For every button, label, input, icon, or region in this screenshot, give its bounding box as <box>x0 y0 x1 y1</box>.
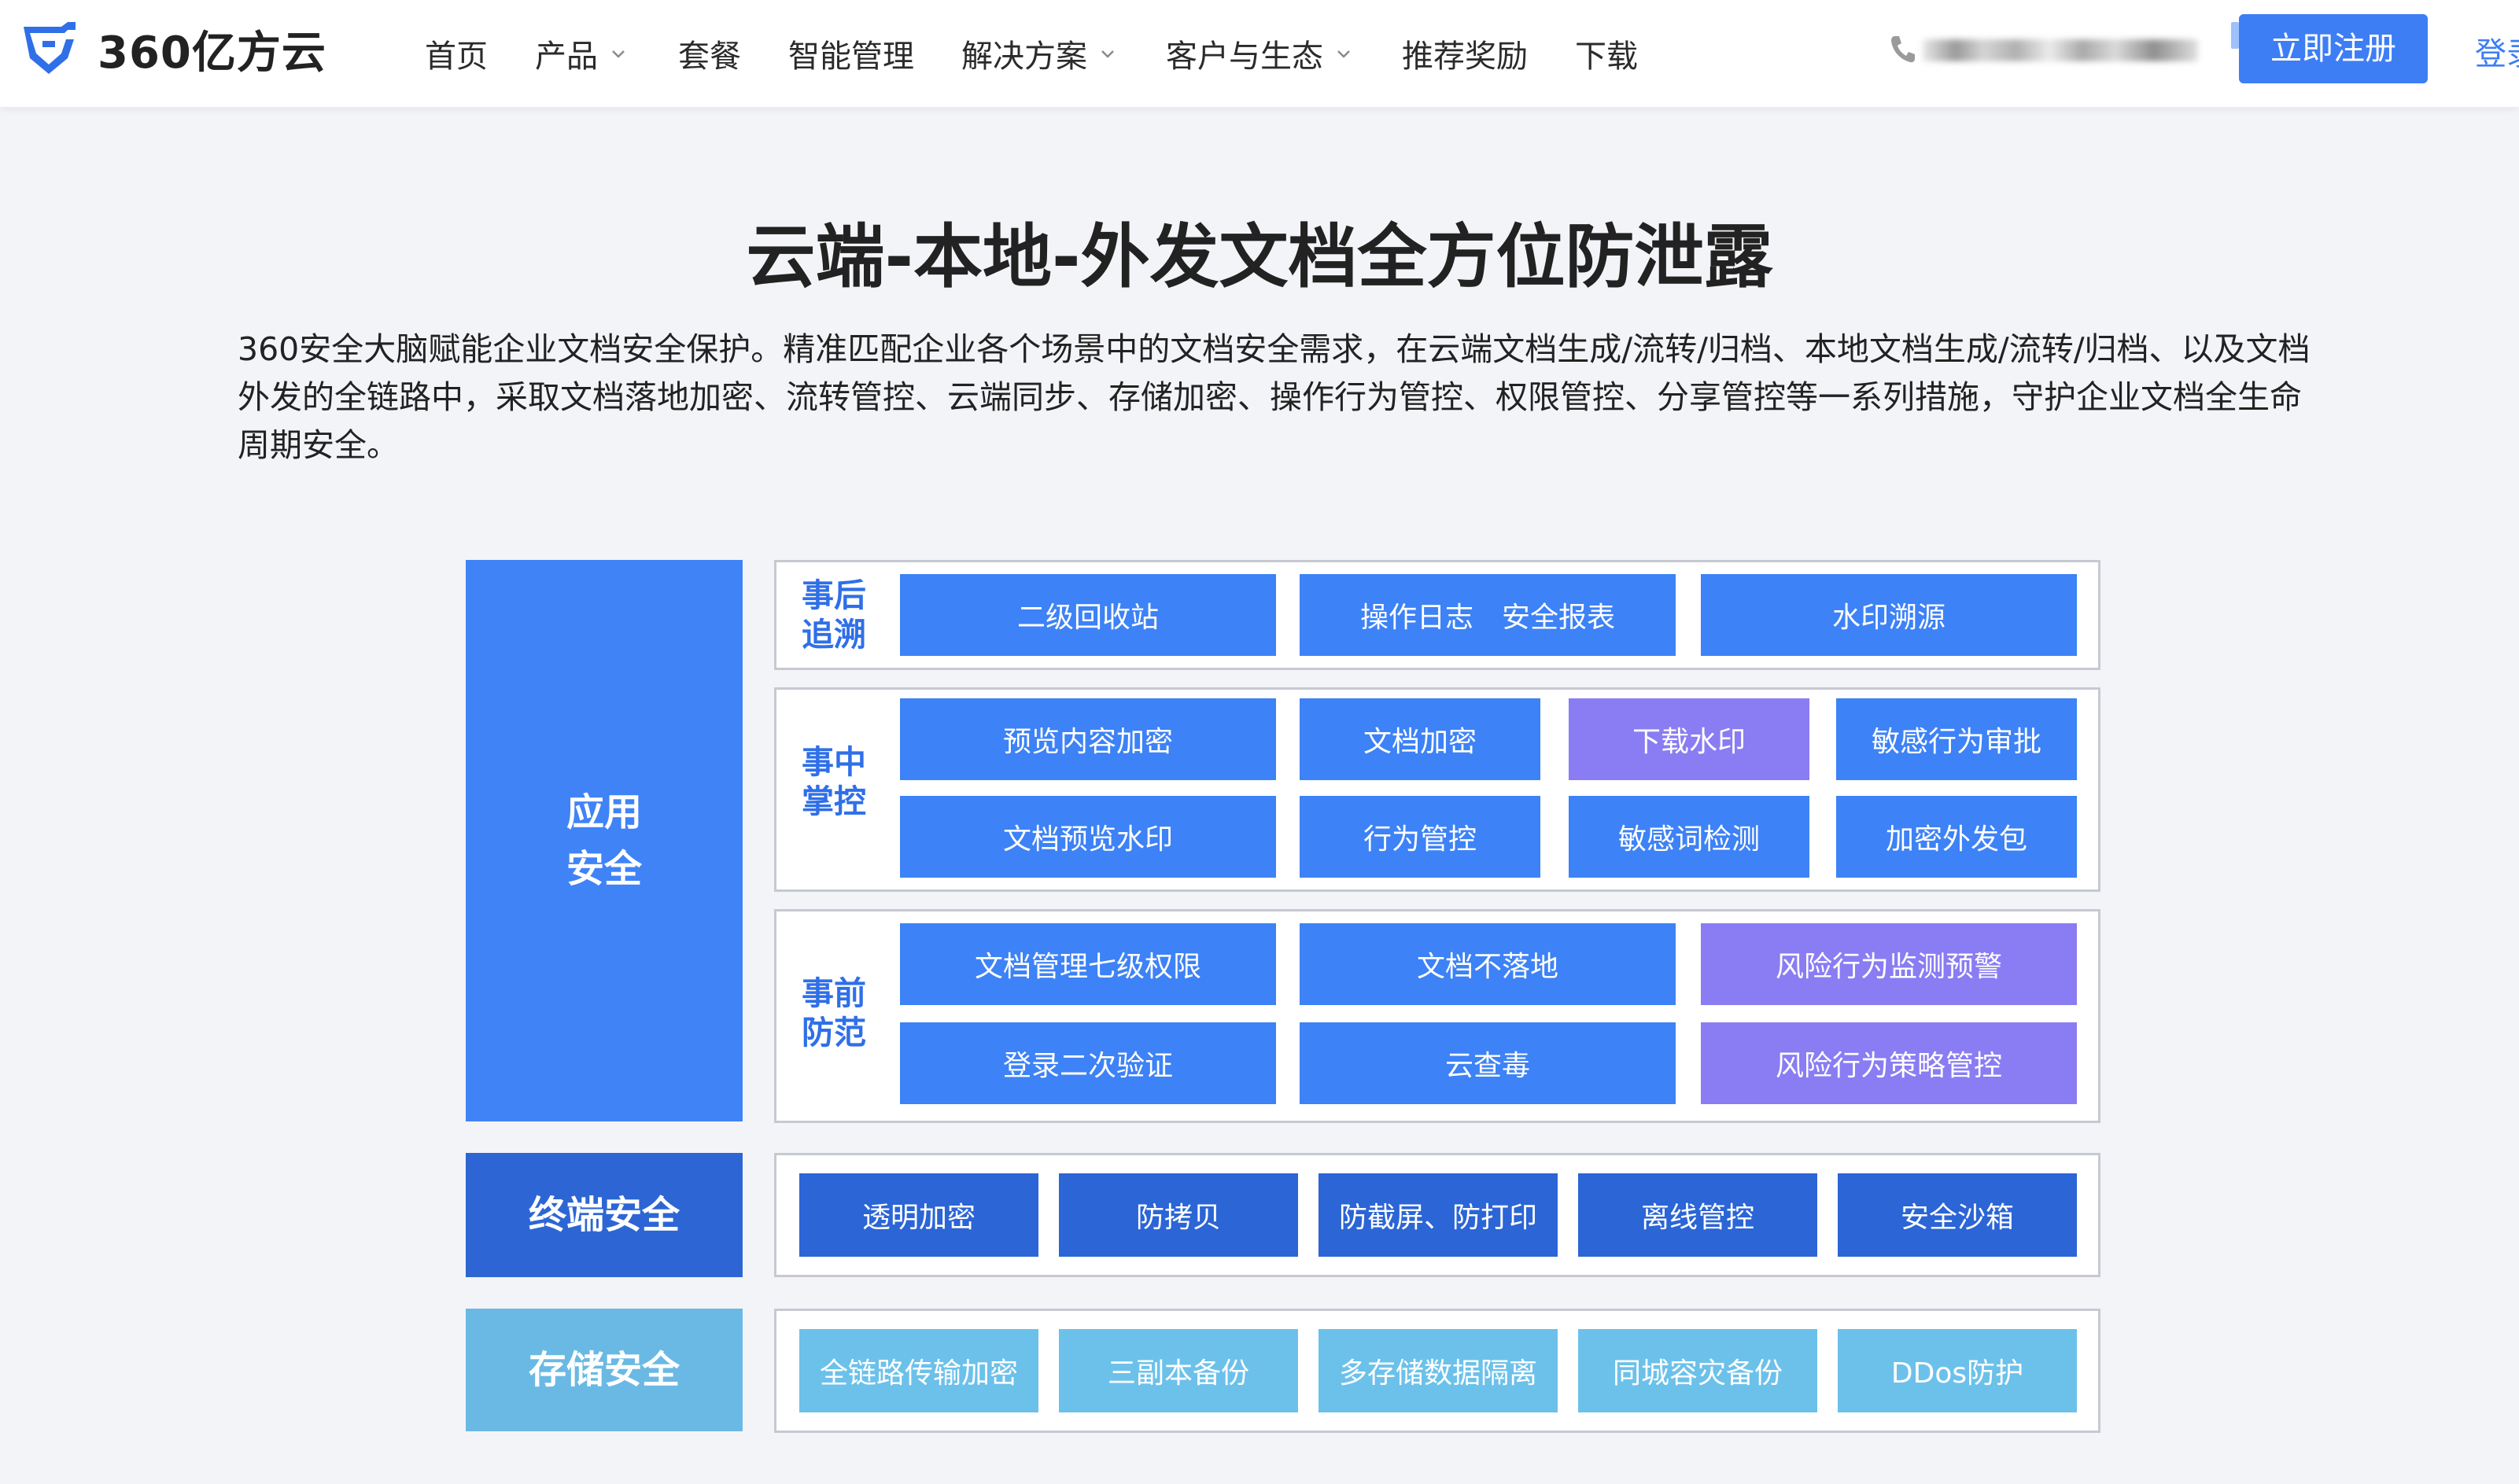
page-title: 云端-本地-外发文档全方位防泄露 <box>746 216 1773 297</box>
register-decoration <box>2231 22 2239 49</box>
feature-disaster-recovery[interactable]: 同城容灾备份 <box>1578 1329 1817 1412</box>
feature-behavior-control[interactable]: 行为管控 <box>1300 796 1540 878</box>
contact-phone[interactable] <box>1888 28 2203 75</box>
nav-item-label: 推荐奖励 <box>1402 39 1528 75</box>
login-link[interactable]: 登录 <box>2475 36 2519 72</box>
nav-item-label: 下载 <box>1575 39 1638 75</box>
feature-triple-replica-backup[interactable]: 三副本备份 <box>1059 1329 1298 1412</box>
nav-item-label: 解决方案 <box>961 39 1087 75</box>
nav-item-customers-ecosystem[interactable]: 客户与生态 <box>1166 31 1352 82</box>
nav-item-label: 智能管理 <box>788 39 914 75</box>
brand-logo-icon <box>24 22 76 74</box>
chevron-down-icon <box>612 50 625 58</box>
feature-ddos-protection[interactable]: DDos防护 <box>1838 1329 2077 1412</box>
nav-item-home[interactable]: 首页 <box>425 31 488 82</box>
feature-sensitive-approval[interactable]: 敏感行为审批 <box>1836 698 2077 780</box>
feature-no-local-storage[interactable]: 文档不落地 <box>1300 923 1676 1005</box>
nav-item-products[interactable]: 产品 <box>535 31 626 82</box>
feature-cloud-antivirus[interactable]: 云查毒 <box>1300 1022 1676 1104</box>
feature-transport-encryption[interactable]: 全链路传输加密 <box>799 1329 1038 1412</box>
pillar-storage-security: 存储安全 <box>466 1309 743 1431</box>
nav-item-plans[interactable]: 套餐 <box>678 31 741 82</box>
chevron-down-icon <box>1101 50 1114 58</box>
brand-logo[interactable]: 360亿方云 <box>20 19 326 79</box>
feature-risk-monitoring[interactable]: 风险行为监测预警 <box>1701 923 2077 1005</box>
feature-operation-logs[interactable]: 操作日志 安全报表 <box>1300 574 1676 656</box>
nav-item-solutions[interactable]: 解决方案 <box>961 31 1116 82</box>
feature-offline-control[interactable]: 离线管控 <box>1578 1173 1817 1257</box>
brand-name: 360亿方云 <box>98 27 326 79</box>
stage-label-mid-event: 事中 掌控 <box>802 743 866 820</box>
nav-item-download[interactable]: 下载 <box>1575 31 1638 82</box>
feature-preview-watermark[interactable]: 文档预览水印 <box>900 796 1276 878</box>
nav-item-referral-rewards[interactable]: 推荐奖励 <box>1402 31 1528 82</box>
feature-preview-encryption[interactable]: 预览内容加密 <box>900 698 1276 780</box>
feature-storage-isolation[interactable]: 多存储数据隔离 <box>1319 1329 1558 1412</box>
feature-transparent-encryption[interactable]: 透明加密 <box>799 1173 1038 1257</box>
nav-item-smart-management[interactable]: 智能管理 <box>788 31 914 82</box>
feature-sensitive-word-detection[interactable]: 敏感词检测 <box>1569 796 1809 878</box>
feature-seven-level-permissions[interactable]: 文档管理七级权限 <box>900 923 1276 1005</box>
feature-encrypted-package[interactable]: 加密外发包 <box>1836 796 2077 878</box>
nav-item-label: 产品 <box>535 39 598 75</box>
stage-label-pre-event: 事前 防范 <box>802 974 866 1051</box>
feature-risk-policy-control[interactable]: 风险行为策略管控 <box>1701 1022 2077 1104</box>
register-button[interactable]: 立即注册 <box>2239 14 2428 83</box>
feature-download-watermark[interactable]: 下载水印 <box>1569 698 1809 780</box>
nav-item-label: 客户与生态 <box>1166 39 1323 75</box>
feature-document-encryption[interactable]: 文档加密 <box>1300 698 1540 780</box>
feature-recycle-bin[interactable]: 二级回收站 <box>900 574 1276 656</box>
stage-label-post-event: 事后 追溯 <box>802 576 866 654</box>
feature-watermark-tracing[interactable]: 水印溯源 <box>1701 574 2077 656</box>
phone-icon <box>1891 36 1915 63</box>
nav-item-label: 套餐 <box>678 39 741 75</box>
blurred-phone-number <box>1923 39 2198 61</box>
chevron-down-icon <box>1337 50 1350 58</box>
feature-copy-protection[interactable]: 防拷贝 <box>1059 1173 1298 1257</box>
feature-two-factor-login[interactable]: 登录二次验证 <box>900 1022 1276 1104</box>
feature-security-sandbox[interactable]: 安全沙箱 <box>1838 1173 2077 1257</box>
top-navigation-bar: 360亿方云 首页 产品 套餐 智能管理 解决方案 客户与生态 推荐奖励 下载 … <box>0 0 2519 107</box>
nav-item-label: 首页 <box>425 39 488 75</box>
pillar-application-security: 应用 安全 <box>466 560 743 1121</box>
feature-screenshot-print-protection[interactable]: 防截屏、防打印 <box>1319 1173 1558 1257</box>
pillar-terminal-security: 终端安全 <box>466 1153 743 1277</box>
intro-paragraph: 360安全大脑赋能企业文档安全保护。精准匹配企业各个场景中的文档安全需求，在云端… <box>238 330 2311 464</box>
